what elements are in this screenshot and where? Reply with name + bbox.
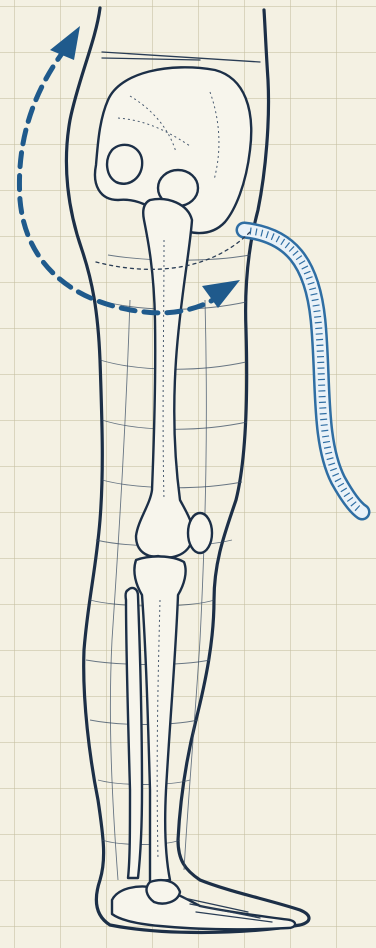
patella-bone [188, 513, 212, 553]
femur-bone [136, 170, 198, 557]
measuring-tape-icon [244, 230, 362, 512]
lower-leg-bones [126, 556, 186, 882]
foot-bones [112, 880, 295, 929]
